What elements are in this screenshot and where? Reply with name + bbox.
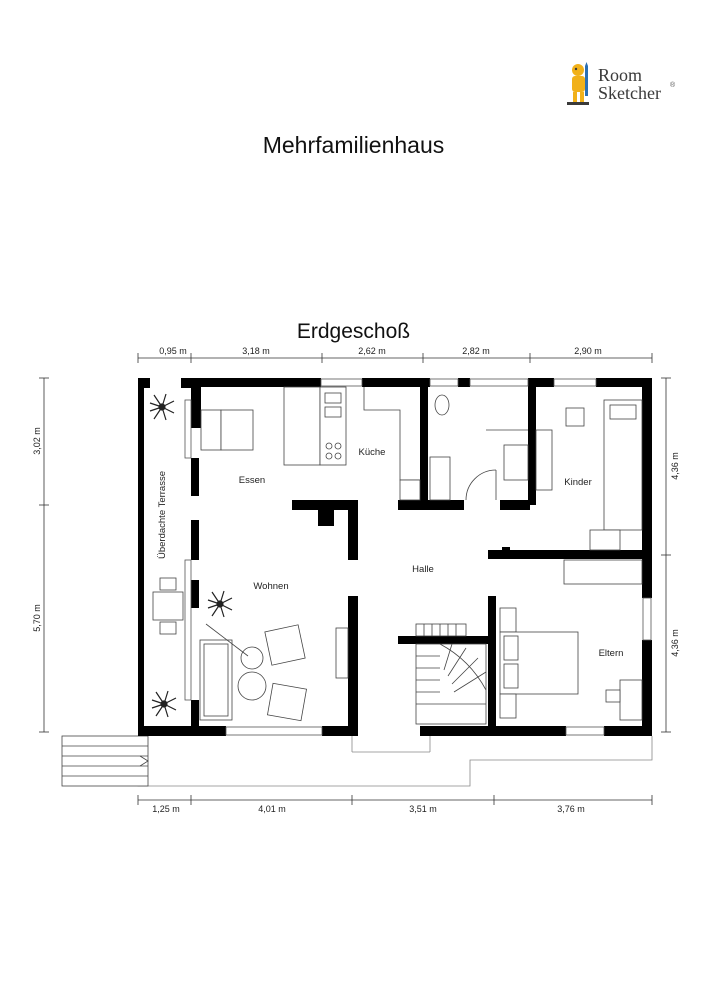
dimension-lines (39, 353, 671, 805)
kitchen-counters (283, 386, 421, 501)
dim-top-1: 0,95 m (159, 346, 187, 356)
dim-top-4: 2,82 m (462, 346, 490, 356)
windows (184, 378, 652, 736)
exterior-stairs (61, 735, 149, 787)
dim-top-2: 3,18 m (242, 346, 270, 356)
dim-right-2: 4,36 m (670, 629, 680, 657)
room-label-terrace: Überdachte Terrasse (157, 471, 168, 559)
outer-outline (137, 736, 653, 787)
terrace-furniture (152, 577, 184, 635)
room-label-eltern: Eltern (599, 648, 624, 659)
logo-registered-mark: ® (670, 82, 676, 89)
dim-bottom-1: 1,25 m (152, 804, 180, 814)
dim-left-2: 5,70 m (32, 604, 42, 632)
walls (138, 378, 652, 736)
room-label-kinder: Kinder (564, 477, 591, 488)
dim-left-1: 3,02 m (32, 427, 42, 455)
dim-right-1: 4,36 m (670, 452, 680, 480)
floor-title: Erdgeschoß (296, 320, 411, 343)
dining-set (200, 409, 254, 451)
kinder-furniture (535, 399, 643, 551)
room-label-essen: Essen (239, 475, 265, 486)
page-title: Mehrfamilienhaus (262, 132, 445, 158)
logo-text-room: Room (598, 65, 643, 85)
bathroom-fixtures (429, 394, 529, 501)
dim-bottom-2: 4,01 m (258, 804, 286, 814)
room-label-halle: Halle (412, 564, 434, 575)
dim-top-3: 2,62 m (358, 346, 386, 356)
roomsketcher-mascot-icon (567, 62, 589, 105)
living-furniture (199, 623, 349, 722)
dim-bottom-3: 3,51 m (409, 804, 437, 814)
roomsketcher-logo: Room Sketcher ® (564, 62, 684, 108)
dim-top-5: 2,90 m (574, 346, 602, 356)
plant-icons (149, 393, 233, 718)
room-label-kueche: Küche (359, 447, 386, 458)
eltern-furniture (499, 559, 643, 721)
room-label-wohnen: Wohnen (253, 581, 288, 592)
logo-text-sketcher: Sketcher (598, 83, 661, 103)
interior-stairs (415, 623, 487, 725)
dim-bottom-4: 3,76 m (557, 804, 585, 814)
